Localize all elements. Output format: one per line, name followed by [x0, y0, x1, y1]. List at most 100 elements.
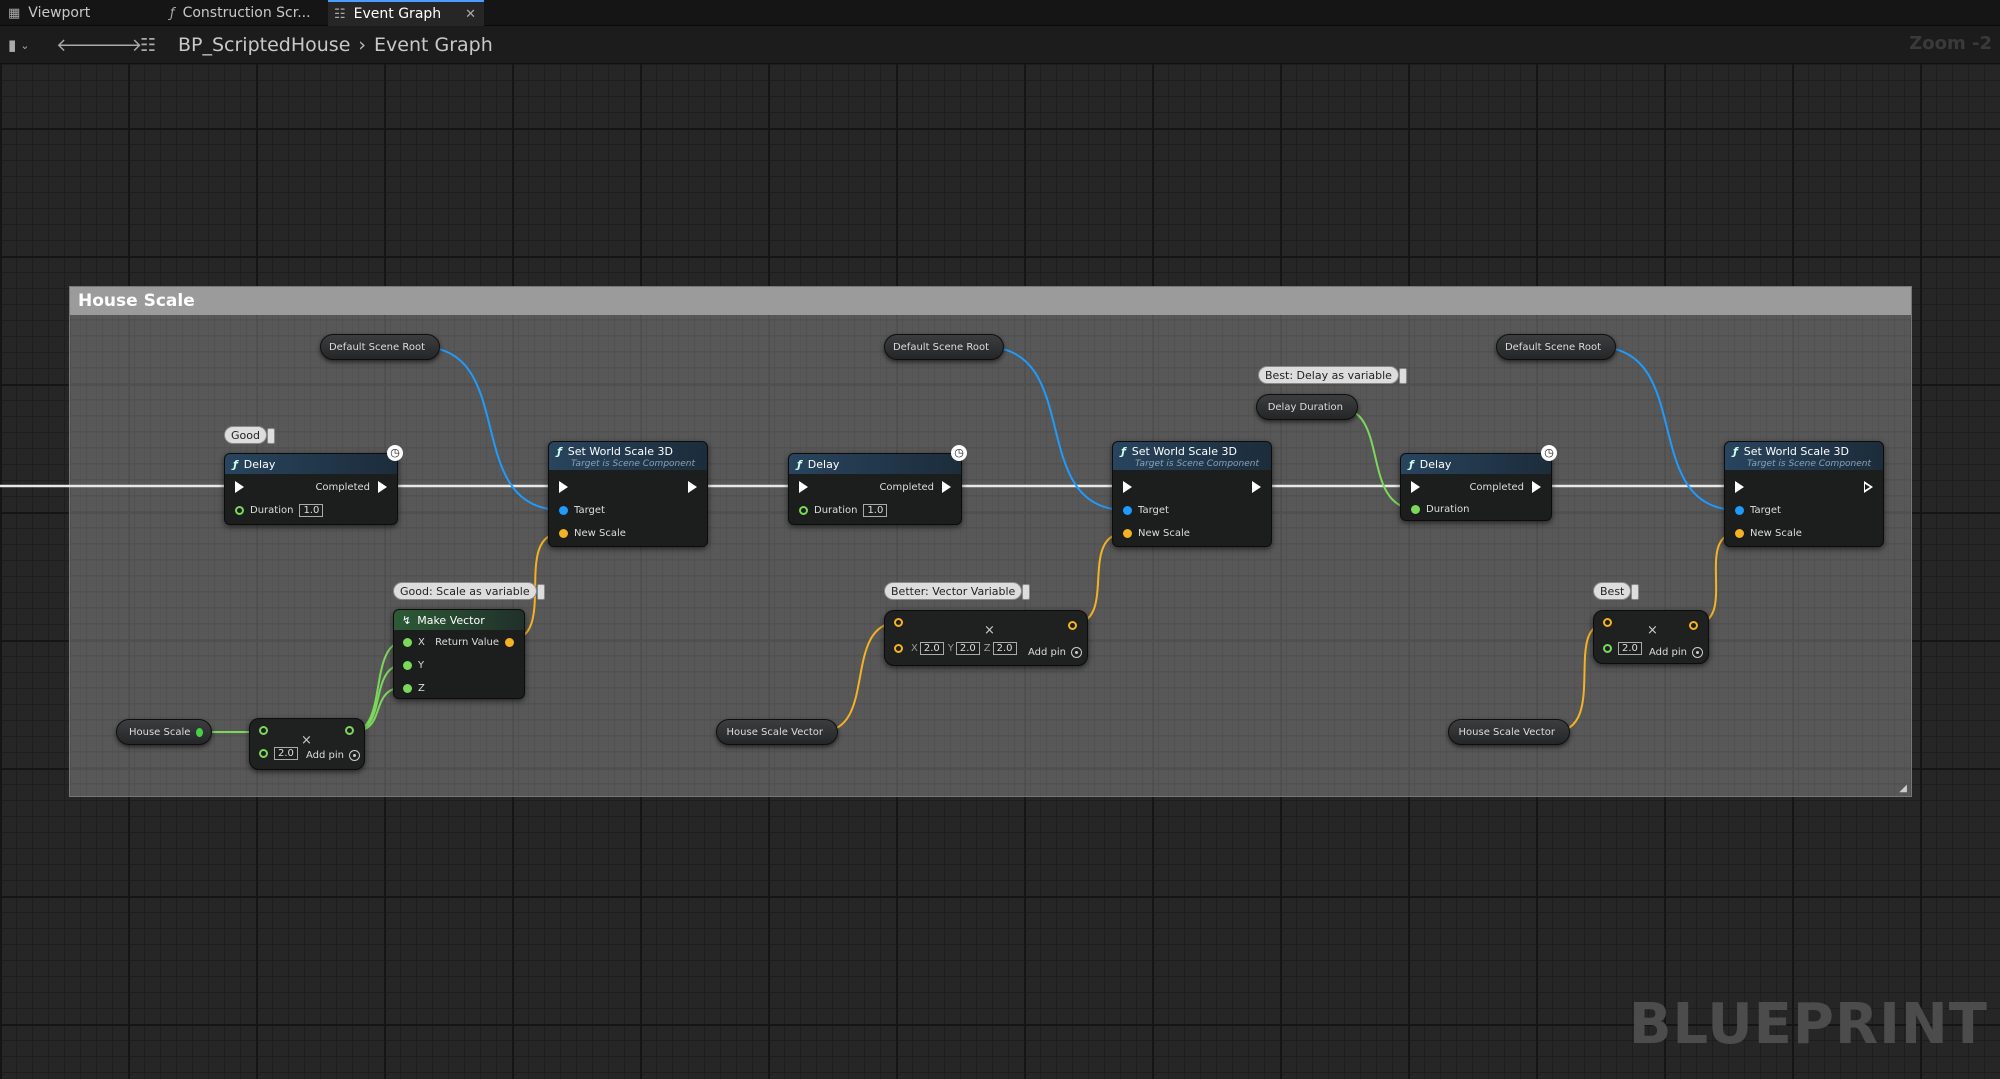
- tab-construction-script[interactable]: ƒ Construction Scr...: [170, 5, 311, 21]
- float-pin[interactable]: [403, 684, 412, 693]
- exec-in-pin[interactable]: [1735, 481, 1744, 493]
- exec-out-pin[interactable]: [1864, 481, 1873, 493]
- float-pin[interactable]: [799, 506, 808, 515]
- exec-out-pin[interactable]: [688, 481, 697, 493]
- close-icon[interactable]: ✕: [465, 6, 476, 22]
- float-pin[interactable]: [403, 661, 412, 670]
- tab-event-graph[interactable]: ☷ Event Graph ✕: [328, 0, 484, 26]
- comment-bubble[interactable]: Best: [1593, 582, 1640, 600]
- float-pin[interactable]: [345, 726, 354, 735]
- clock-icon: ◷: [387, 445, 403, 461]
- exec-in-pin[interactable]: [1123, 481, 1132, 493]
- float-pin[interactable]: [259, 726, 268, 735]
- house-scale-vector-node[interactable]: House Scale Vector: [716, 719, 838, 745]
- vector-y-field[interactable]: 2.0: [955, 642, 980, 655]
- resize-grip-icon[interactable]: ◢: [1899, 783, 1907, 794]
- back-button[interactable]: 🡐: [56, 26, 104, 64]
- vector-pin[interactable]: [894, 618, 903, 627]
- house-scale-node[interactable]: House Scale: [116, 719, 212, 745]
- default-scene-root-node[interactable]: Default Scene Root: [884, 334, 1004, 360]
- vector-pin[interactable]: [1123, 529, 1132, 538]
- default-scene-root-node[interactable]: Default Scene Root: [1496, 334, 1616, 360]
- vector-z-field[interactable]: 2.0: [992, 642, 1017, 655]
- exec-out-pin[interactable]: [378, 481, 387, 493]
- multiply-icon: ×: [984, 623, 995, 638]
- add-pin-icon: [349, 750, 361, 761]
- make-vector-node[interactable]: ↯Make Vector X Y Z Return Value: [393, 609, 525, 699]
- vector-pin[interactable]: [1603, 618, 1612, 627]
- zoom-level: Zoom -2: [1909, 33, 1992, 54]
- exec-out-pin[interactable]: [942, 481, 951, 493]
- exec-out-pin[interactable]: [1252, 481, 1261, 493]
- vector-pin[interactable]: [1689, 621, 1698, 630]
- chevron-right-icon: ›: [358, 34, 367, 56]
- multiply-icon: ×: [1647, 623, 1658, 638]
- bookmark-dropdown[interactable]: ▮⌄: [8, 26, 29, 64]
- function-icon: ƒ: [797, 457, 802, 471]
- vector-pin[interactable]: [505, 638, 514, 647]
- make-vector-icon: ↯: [402, 613, 412, 627]
- exec-out-pin[interactable]: [1532, 481, 1541, 493]
- breadcrumb-blueprint[interactable]: BP_ScriptedHouse: [178, 34, 351, 56]
- object-pin[interactable]: [1735, 506, 1744, 515]
- object-pin[interactable]: [559, 506, 568, 515]
- float-pin[interactable]: [259, 749, 268, 758]
- viewport-icon: ▦: [8, 5, 21, 21]
- multiply-node[interactable]: × 2.0 Add pin: [1593, 610, 1709, 664]
- float-pin[interactable]: [235, 506, 244, 515]
- clock-icon: ◷: [1541, 445, 1557, 461]
- multiply-node[interactable]: 2.0 × Add pin: [249, 718, 365, 770]
- vector-pin[interactable]: [559, 529, 568, 538]
- comment-title[interactable]: House Scale: [70, 287, 1911, 315]
- delay-duration-node[interactable]: Delay Duration: [1256, 394, 1358, 420]
- graph-icon: ☷: [140, 34, 157, 56]
- object-pin[interactable]: [1123, 506, 1132, 515]
- vector-pin[interactable]: [894, 644, 903, 653]
- tab-bar: ▦ Viewport ƒ Construction Scr... ☷ Event…: [0, 0, 2000, 26]
- house-scale-vector-node[interactable]: House Scale Vector: [1448, 719, 1570, 745]
- comment-bubble[interactable]: Better: Vector Variable: [884, 582, 1031, 600]
- bookmark-icon: ▮: [8, 36, 17, 54]
- duration-field[interactable]: 1.0: [299, 504, 324, 517]
- vector-pin[interactable]: [1735, 529, 1744, 538]
- float-pin[interactable]: [196, 727, 203, 737]
- exec-in-pin[interactable]: [235, 481, 244, 493]
- forward-button[interactable]: 🡒: [94, 26, 142, 64]
- add-pin-button[interactable]: Add pin: [306, 750, 361, 761]
- graph-toolbar: ▮⌄ 🡐 🡒 ☷ BP_ScriptedHouse › Event Graph: [0, 26, 2000, 64]
- exec-in-pin[interactable]: [559, 481, 568, 493]
- exec-in-pin[interactable]: [1411, 481, 1420, 493]
- add-pin-button[interactable]: Add pin: [1649, 647, 1704, 658]
- float-pin[interactable]: [403, 638, 412, 647]
- exec-in-pin[interactable]: [799, 481, 808, 493]
- multiply-value-field[interactable]: 2.0: [274, 747, 298, 760]
- multiply-value-field[interactable]: 2.0: [1618, 642, 1642, 655]
- comment-bubble[interactable]: Good: Scale as variable: [393, 582, 545, 600]
- comment-bubble[interactable]: Good: [224, 426, 275, 444]
- multiply-icon: ×: [301, 733, 312, 748]
- vector-pin[interactable]: [1068, 621, 1077, 630]
- vector-x-field[interactable]: 2.0: [919, 642, 944, 655]
- function-icon: ƒ: [557, 445, 562, 458]
- float-pin[interactable]: [1411, 505, 1420, 514]
- function-icon: ƒ: [1733, 445, 1738, 458]
- graph-icon: ☷: [334, 6, 346, 22]
- comment-bubble[interactable]: Best: Delay as variable: [1258, 366, 1407, 384]
- add-pin-button[interactable]: Add pin: [1028, 647, 1083, 658]
- tab-viewport[interactable]: ▦ Viewport: [8, 5, 91, 21]
- chevron-down-icon: ⌄: [20, 38, 30, 52]
- float-pin[interactable]: [1603, 644, 1612, 653]
- blueprint-watermark: BLUEPRINT: [1628, 992, 1988, 1057]
- breadcrumb: BP_ScriptedHouse › Event Graph: [178, 26, 493, 64]
- duration-field[interactable]: 1.0: [863, 504, 888, 517]
- breadcrumb-graph[interactable]: Event Graph: [374, 34, 493, 56]
- clock-icon: ◷: [951, 445, 967, 461]
- default-scene-root-node[interactable]: Default Scene Root: [320, 334, 440, 360]
